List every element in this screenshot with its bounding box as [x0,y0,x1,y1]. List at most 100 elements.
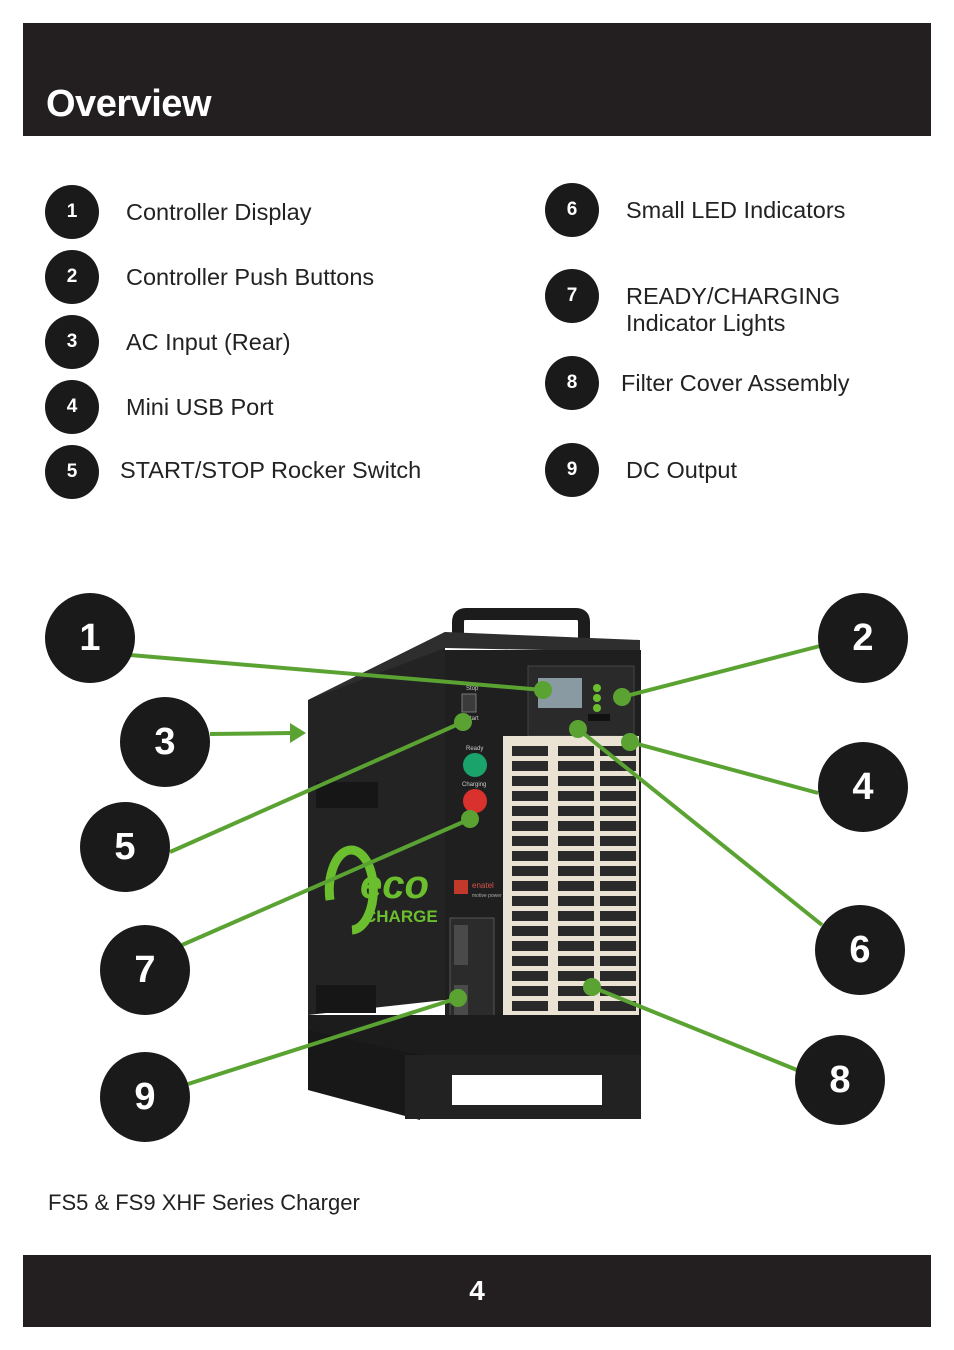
leader-9 [187,996,459,1086]
legend-badge: 6 [545,183,599,237]
grille-slot [600,986,636,996]
legend-label: Small LED Indicators [626,197,846,223]
grille-slot [558,971,594,981]
grille-slot [558,806,594,816]
start-label: Start [466,716,479,722]
page-number: 4 [469,1275,485,1306]
grille-slot [512,821,548,831]
legend-badge: 3 [45,315,99,369]
filter-cover [503,736,639,1052]
grille-slot [512,866,548,876]
grille-slot [600,746,636,756]
controller-buttons [593,684,601,712]
grille-slot [512,806,548,816]
grille-slot [600,881,636,891]
page-title: Overview [46,83,212,125]
header-bar: Overview [23,23,931,136]
grille-slot [512,776,548,786]
grille-slot [558,836,594,846]
eco-charge-logo: eco CHARGE [324,845,438,935]
callout-6: 6 [815,905,905,995]
grille-slot [512,971,548,981]
ready-light [463,753,487,777]
legend-label: Controller Display [126,199,312,225]
legend-badge: 2 [45,250,99,304]
legend-label: READY/CHARGING Indicator Lights [626,283,841,336]
leader-dots [449,681,639,1007]
grille-slot [600,971,636,981]
handle [452,608,590,650]
grille-slot [558,761,594,771]
grille-slot [512,956,548,966]
footer-bar: 4 [23,1255,931,1327]
legend-label: DC Output [626,457,738,483]
grille-slot [600,896,636,906]
callout-5: 5 [80,802,170,892]
grille-slot [512,911,548,921]
leader-2 [621,644,821,699]
grille-slot [600,911,636,921]
legend-badge: 5 [45,445,99,499]
stop-label: Stop [466,686,479,692]
leader-3 [209,731,293,736]
grille-slot [600,776,636,786]
callout-3: 3 [120,697,210,787]
grille-slot [512,926,548,936]
grille-slot [600,851,636,861]
brand-word: eco [360,863,429,907]
grille-slot [512,836,548,846]
callout-9: 9 [100,1052,190,1142]
grille-slot [512,761,548,771]
leader-5 [169,720,464,854]
grille-slot [600,956,636,966]
grille-slot [558,956,594,966]
brand-sub: CHARGE [364,907,438,926]
rocker-switch [461,693,477,713]
grille-slot [512,746,548,756]
grille-slot [512,986,548,996]
legend-label: Mini USB Port [126,394,274,420]
callout-8: 8 [795,1035,885,1125]
callout-7: 7 [100,925,190,1015]
top-panel [308,632,640,700]
grille-slot [558,776,594,786]
grille-slot [600,806,636,816]
legend-label: AC Input (Rear) [126,329,291,355]
leader-7 [181,817,471,947]
grille-slot [558,881,594,891]
company-sub: motive power [472,893,502,899]
grille-slot [512,851,548,861]
leader-8 [591,985,798,1072]
usb-slot [588,714,610,721]
grille-slot [558,926,594,936]
legend-label: Controller Push Buttons [126,264,375,290]
charging-light [463,789,487,813]
grille-slot [558,941,594,951]
charging-label: Charging [462,782,486,788]
stand-left [308,1030,420,1120]
grille-slot [512,896,548,906]
side-panel [308,632,445,1015]
company-name: enatel [472,881,494,890]
grille-slot [600,761,636,771]
callout-2: 2 [818,593,908,683]
callout-4: 4 [818,742,908,832]
leader-4 [629,740,819,795]
dc-connector-top [454,925,468,965]
legend-badge: 9 [545,443,599,497]
grille-slot [558,791,594,801]
grille-slot [600,1001,636,1011]
grille-slot [512,1001,548,1011]
legend-label: Filter Cover Assembly [621,370,850,396]
grille-slot [558,866,594,876]
leader-1 [129,653,544,692]
legend-badge: 4 [45,380,99,434]
stand-opening [452,1075,602,1105]
legend-badge: 8 [545,356,599,410]
grille-slot [558,821,594,831]
grille-slot [558,986,594,996]
leader-lines [129,644,824,1086]
grille-slot [558,851,594,861]
grille-slot [600,821,636,831]
